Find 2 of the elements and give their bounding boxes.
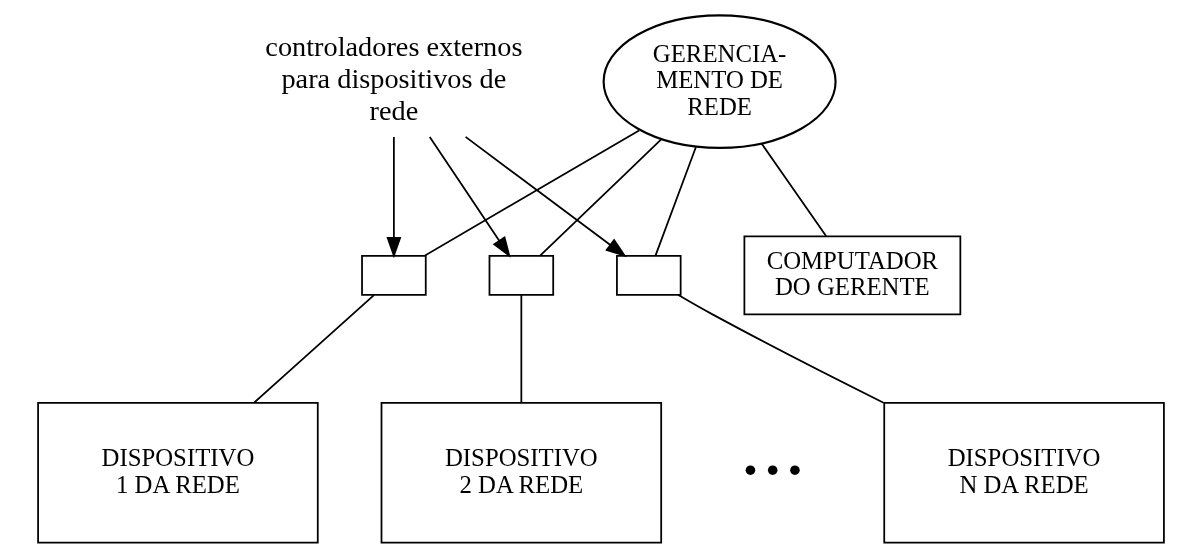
node-text: controladores externos para dispositivos de rede: [265, 31, 523, 127]
label: • • •: [744, 449, 802, 490]
